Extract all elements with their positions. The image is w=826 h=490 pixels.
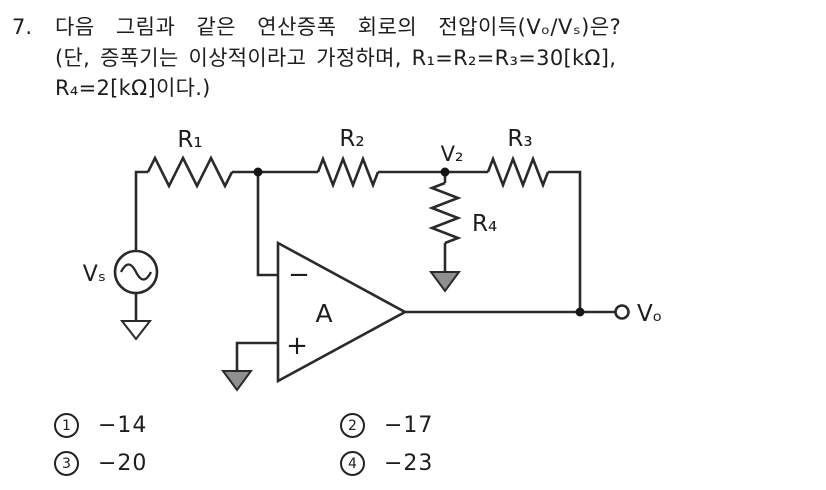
choice-3: 3 −20 — [54, 451, 147, 476]
opamp-triangle — [276, 240, 408, 384]
ground-icon-r4 — [429, 271, 461, 293]
label-r2: R₂ — [339, 126, 364, 152]
resistor-r2 — [316, 155, 380, 189]
question-number: 7. — [12, 15, 33, 39]
choice-1: 1 −14 — [54, 413, 147, 438]
question-line-1: 다음 그림과 같은 연산증폭 회로의 전압이득(Vₒ/Vₛ)은? — [55, 15, 622, 39]
choice-2: 2 −17 — [340, 413, 433, 438]
wire-noninverting-ground — [235, 341, 278, 371]
label-r4: R₄ — [472, 211, 497, 237]
choice-3-marker: 3 — [54, 451, 79, 476]
choice-2-label: −17 — [384, 413, 434, 438]
node-dot-inverting — [253, 167, 263, 177]
label-source: Vₛ — [83, 262, 106, 287]
label-v2: V₂ — [441, 142, 464, 166]
label-r3: R₃ — [507, 126, 532, 152]
choice-2-marker: 2 — [340, 413, 365, 438]
label-r1: R₁ — [177, 127, 202, 153]
question-line-2: (단, 증폭기는 이상적이라고 가정하며, R₁=R₂=R₃=30[kΩ], — [55, 45, 617, 70]
noninverting-sign: + — [286, 331, 308, 361]
question-block: 7. 다음 그림과 같은 연산증폭 회로의 전압이득(Vₒ/Vₛ)은? (단, … — [12, 12, 818, 104]
wire-source-to-r1 — [134, 170, 148, 251]
label-opamp: A — [315, 299, 332, 328]
choice-4-label: −23 — [384, 451, 434, 476]
wire-inverting-input — [256, 172, 278, 277]
choice-1-label: −14 — [98, 413, 148, 438]
ground-icon-noninverting — [221, 370, 253, 392]
choice-4: 4 −23 — [340, 451, 433, 476]
choice-1-marker: 1 — [54, 413, 79, 438]
question-line-3: R₄=2[kΩ]이다.) — [55, 76, 211, 100]
resistor-r4 — [428, 181, 462, 245]
inverting-sign: − — [288, 260, 310, 290]
ground-icon-source — [119, 320, 153, 341]
choice-4-marker: 4 — [340, 451, 365, 476]
node-dot-v2 — [440, 167, 450, 177]
wire-r3-to-output — [548, 170, 582, 312]
sine-wave-icon — [119, 263, 153, 281]
label-output: Vₒ — [637, 301, 662, 327]
choice-3-label: −20 — [98, 451, 148, 476]
node-dot-output — [575, 307, 585, 317]
question-text: 다음 그림과 같은 연산증폭 회로의 전압이득(Vₒ/Vₛ)은? (단, 증폭기… — [55, 12, 818, 104]
output-terminal-icon — [614, 304, 630, 320]
resistor-r3 — [486, 155, 550, 189]
resistor-r1 — [146, 155, 234, 189]
